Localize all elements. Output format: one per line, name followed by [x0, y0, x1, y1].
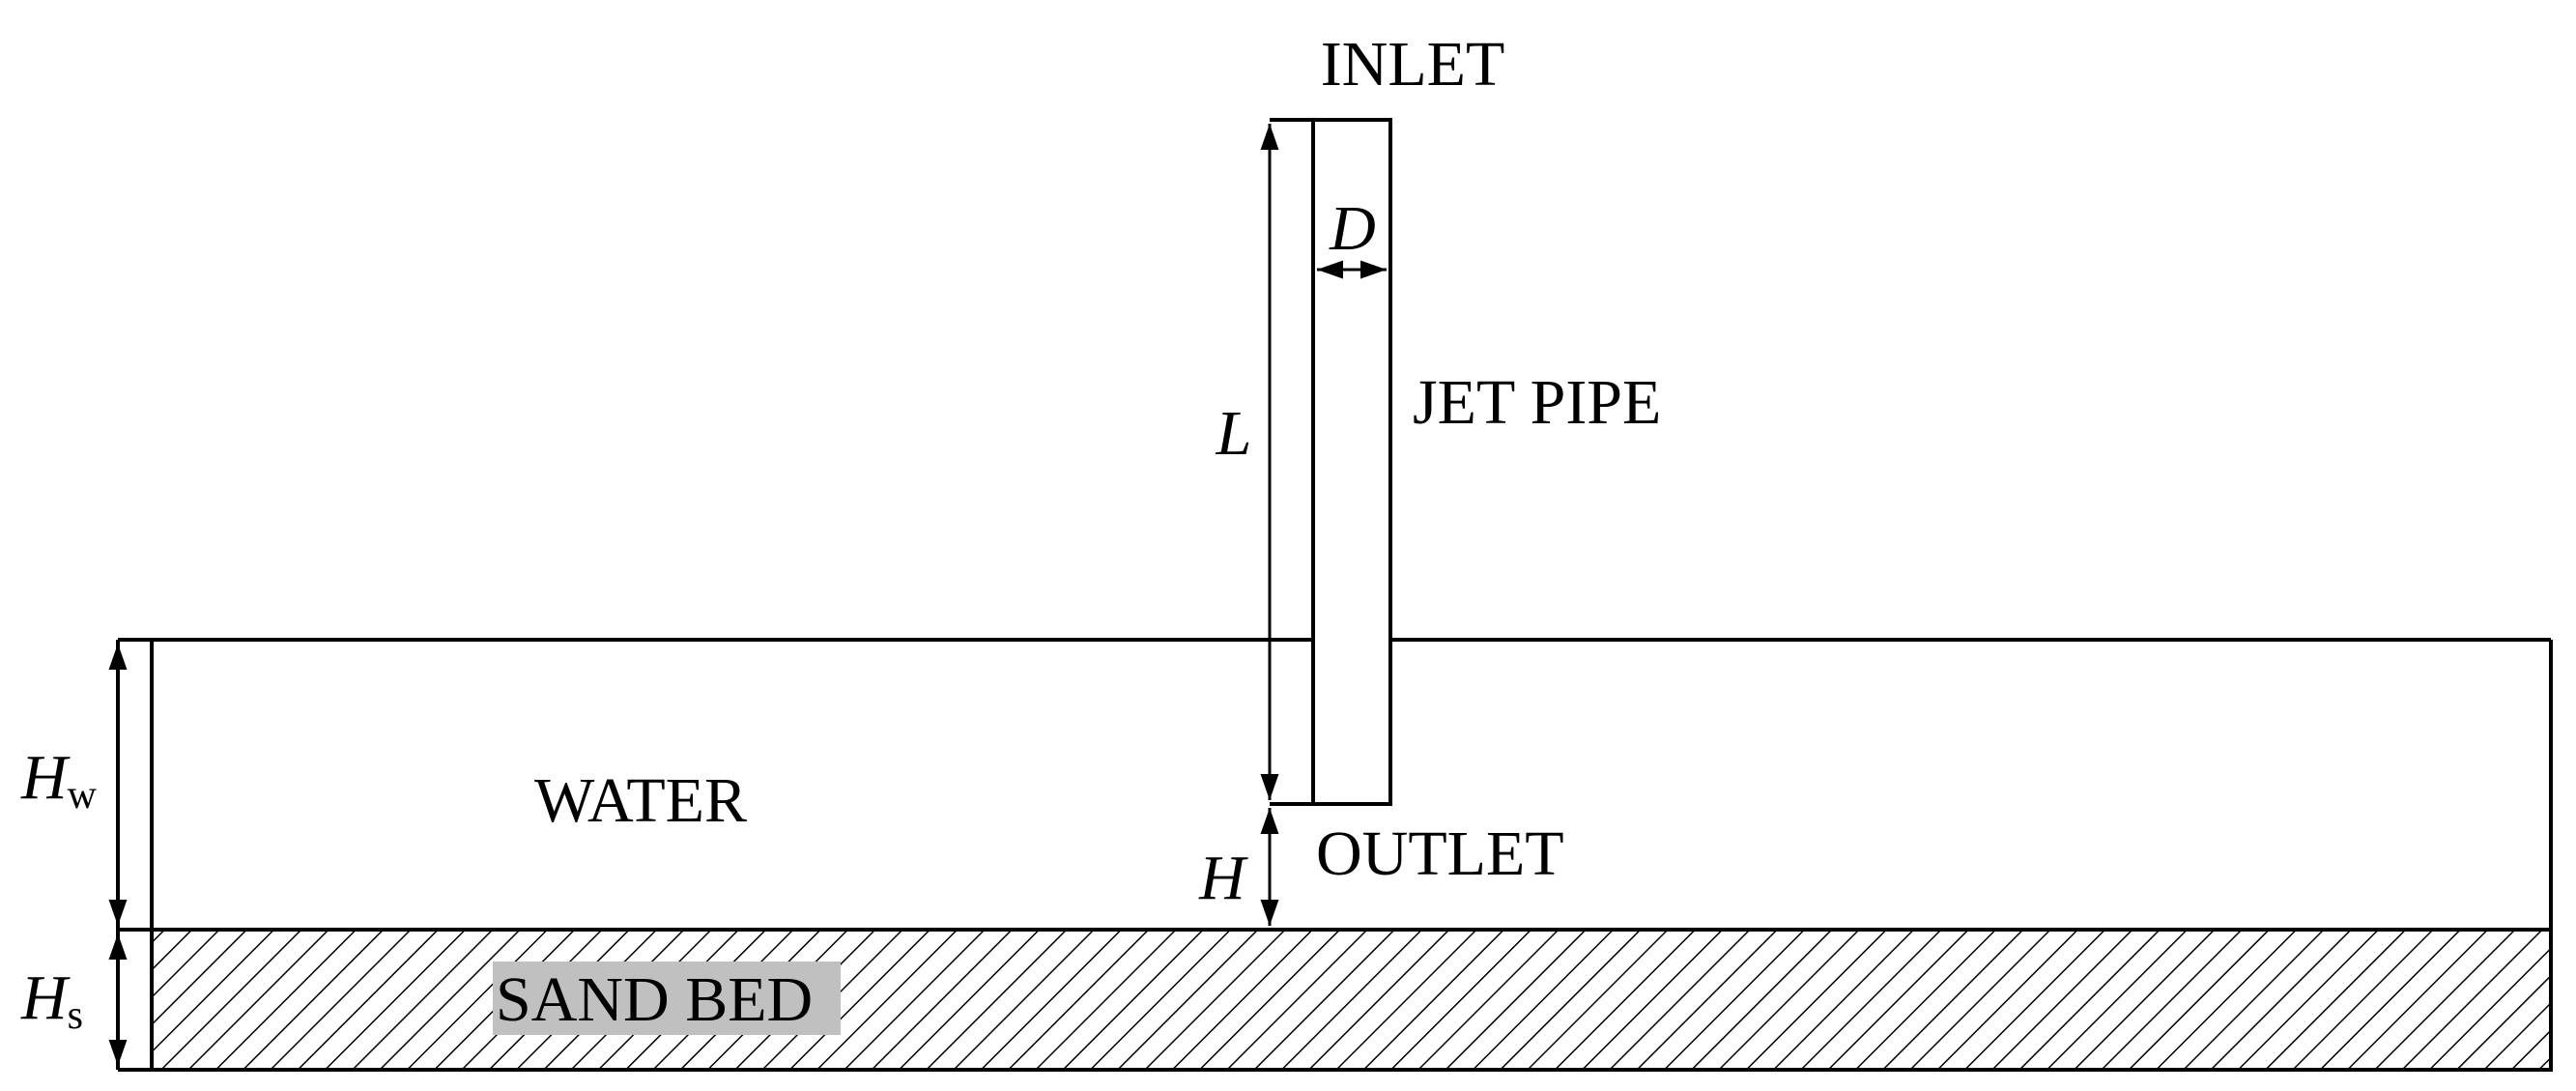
sand-depth-symbol-main: H: [20, 962, 71, 1033]
sand-depth-symbol: Hs: [20, 962, 83, 1038]
outlet-label: OUTLET: [1316, 818, 1564, 889]
pipe-length-symbol: L: [1216, 398, 1252, 469]
inlet-label: INLET: [1321, 29, 1505, 100]
pipe-diameter-symbol: D: [1329, 193, 1376, 264]
water-depth-symbol-main: H: [20, 742, 71, 813]
pipe-left-extension: [1270, 118, 1313, 806]
jet-pipe: [1311, 118, 1392, 806]
water-label: WATER: [534, 765, 747, 836]
sand-depth-symbol-sub: s: [68, 993, 83, 1038]
water-depth-symbol-sub: w: [68, 773, 98, 818]
sand-bed-label: SAND BED: [496, 964, 813, 1035]
outlet-height-symbol: H: [1198, 843, 1248, 913]
water-depth-symbol: Hw: [20, 742, 98, 818]
jet-pipe-label: JET PIPE: [1413, 367, 1661, 438]
sand-bed-label-bg: [493, 962, 841, 1035]
